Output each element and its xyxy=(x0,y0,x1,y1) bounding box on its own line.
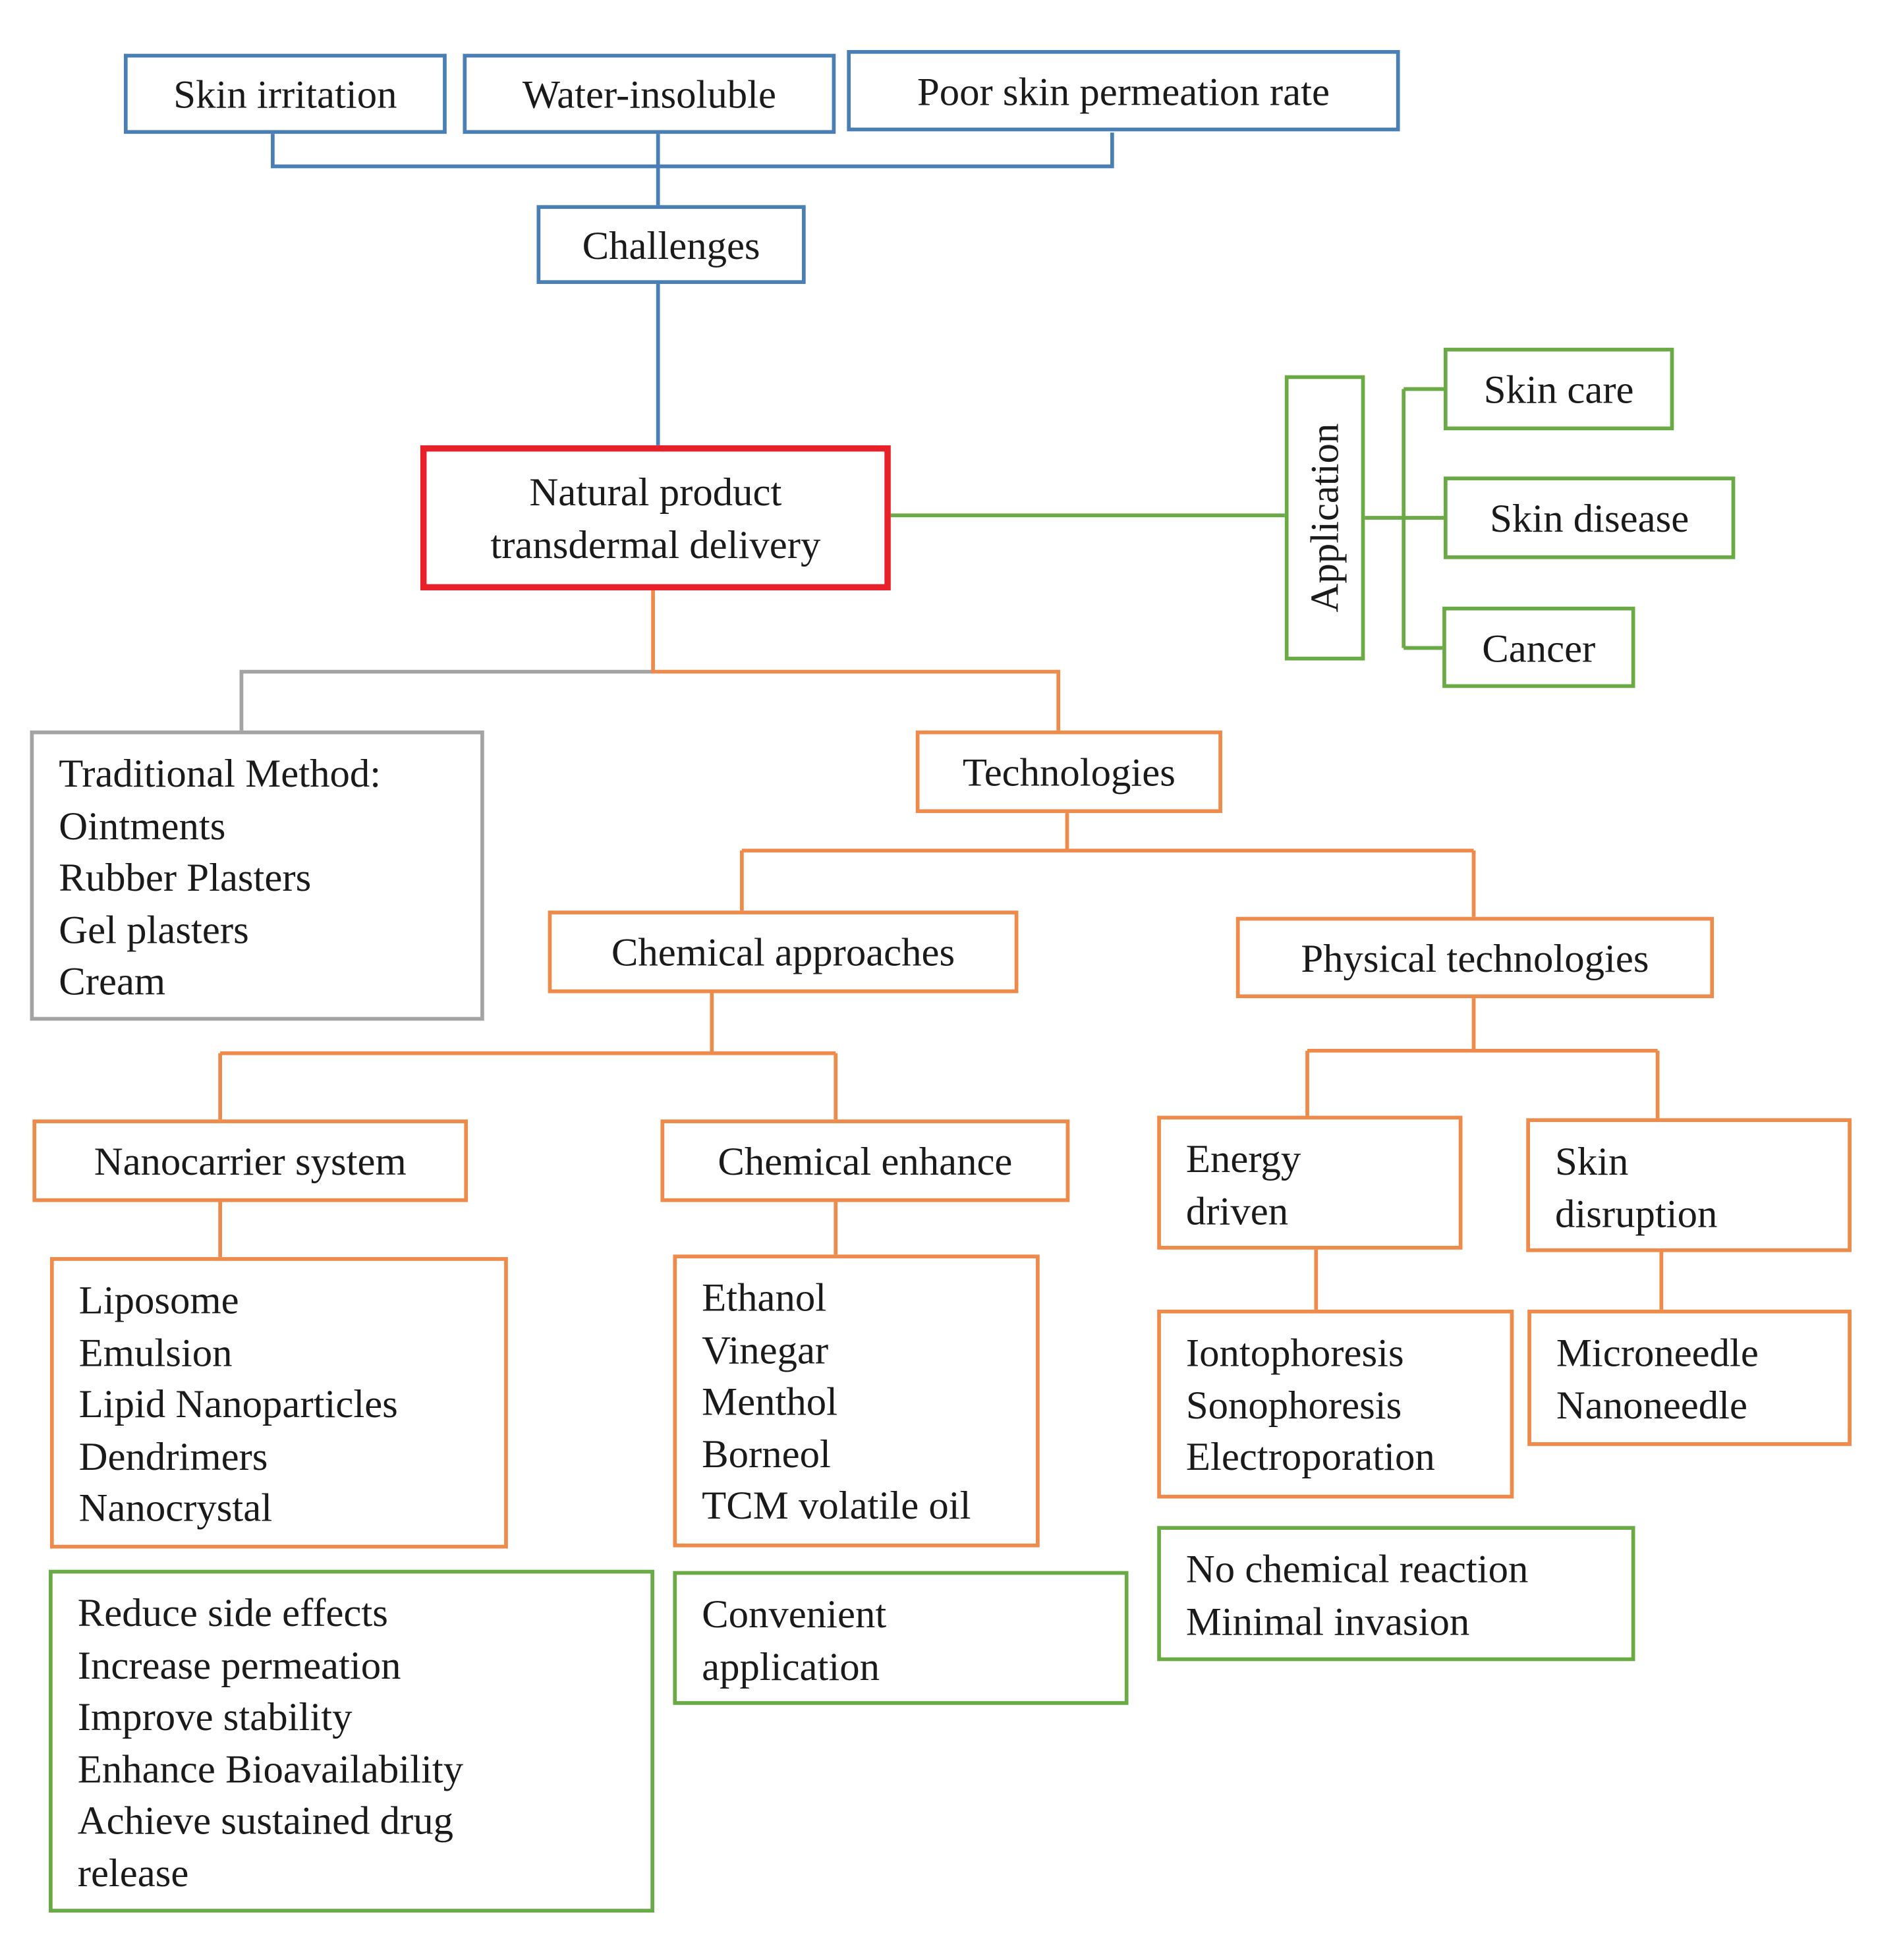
nanocarrier-item: Nanocrystal xyxy=(78,1484,273,1530)
traditional-line: Ointments xyxy=(59,802,226,848)
application-box: Application xyxy=(1284,375,1365,661)
challenge-water-insoluble: Water-insoluble xyxy=(463,53,836,134)
root-line: Natural product xyxy=(529,468,782,515)
nanocarrier-benefits-box: Reduce side effects Increase permeation … xyxy=(49,1569,654,1913)
nanocarrier-benefit: Enhance Bioavailability xyxy=(77,1745,464,1791)
energy-driven-line: Energy xyxy=(1185,1135,1301,1181)
energy-driven-item: Iontophoresis xyxy=(1185,1330,1404,1375)
traditional-line: Cream xyxy=(59,958,166,1003)
connector-technologies-branches xyxy=(740,812,1476,918)
chemical-enhance-item: Vinegar xyxy=(702,1326,829,1372)
skin-disruption-item: Microneedle xyxy=(1556,1330,1759,1375)
nanocarrier-items-box: Liposome Emulsion Lipid Nanoparticles De… xyxy=(49,1257,508,1549)
application-label: Application xyxy=(1302,423,1347,613)
chemical-enhance-item: Borneol xyxy=(702,1430,831,1476)
energy-driven-item: Sonophoresis xyxy=(1185,1382,1402,1427)
application-item-label: Skin disease xyxy=(1490,495,1689,541)
connector-challenge-items xyxy=(271,132,1114,169)
connector-root-traditional xyxy=(239,669,654,732)
nanocarrier-system-box: Nanocarrier system xyxy=(32,1119,468,1202)
traditional-line: Gel plasters xyxy=(59,906,249,951)
application-skin-care: Skin care xyxy=(1443,347,1674,431)
chemical-enhance-box: Chemical enhance xyxy=(660,1119,1070,1202)
chemical-enhance-item: TCM volatile oil xyxy=(702,1482,971,1528)
challenges-box: Challenges xyxy=(536,205,806,284)
nanocarrier-benefit: Achieve sustained drug xyxy=(77,1797,453,1843)
skin-disruption-items-box: Microneedle Nanoneedle xyxy=(1527,1309,1852,1446)
chemical-enhance-item: Ethanol xyxy=(702,1274,827,1320)
connector-physical-children xyxy=(1305,997,1660,1120)
nanocarrier-item: Dendrimers xyxy=(78,1432,268,1478)
energy-driven-line: driven xyxy=(1185,1187,1289,1233)
skin-disruption-line: disruption xyxy=(1554,1190,1718,1235)
skin-disruption-item: Nanoneedle xyxy=(1556,1382,1747,1427)
chemical-enhance-benefit: application xyxy=(702,1642,880,1689)
energy-driven-box: Energy driven xyxy=(1157,1115,1463,1250)
traditional-line: Traditional Method: xyxy=(59,750,382,796)
root-line: transdermal delivery xyxy=(490,521,821,567)
chemical-approaches-label: Chemical approaches xyxy=(611,929,955,975)
application-item-label: Skin care xyxy=(1483,366,1634,412)
chemical-enhance-benefits-box: Convenient application xyxy=(673,1571,1129,1705)
application-skin-disease: Skin disease xyxy=(1443,476,1736,559)
physical-technologies-box: Physical technologies xyxy=(1235,916,1715,999)
chemical-enhance-items-box: Ethanol Vinegar Menthol Borneol TCM vola… xyxy=(673,1254,1040,1548)
chemical-approaches-box: Chemical approaches xyxy=(548,910,1019,994)
physical-benefit: Minimal invasion xyxy=(1185,1598,1470,1643)
connector-root-technologies xyxy=(651,588,1061,732)
nanocarrier-benefit: release xyxy=(77,1849,189,1895)
challenge-label: Skin irritation xyxy=(173,71,397,117)
physical-technologies-label: Physical technologies xyxy=(1301,935,1649,980)
chemical-enhance-label: Chemical enhance xyxy=(718,1138,1013,1184)
chemical-enhance-benefit: Convenient xyxy=(702,1591,887,1637)
application-cancer: Cancer xyxy=(1442,606,1635,688)
energy-driven-items-box: Iontophoresis Sonophoresis Electroporati… xyxy=(1157,1309,1514,1499)
traditional-line: Rubber Plasters xyxy=(59,854,312,900)
nanocarrier-item: Liposome xyxy=(78,1277,239,1322)
nanocarrier-item: Emulsion xyxy=(78,1329,233,1374)
physical-benefit: No chemical reaction xyxy=(1185,1546,1529,1592)
challenge-poor-permeation: Poor skin permeation rate xyxy=(847,49,1400,132)
application-item-label: Cancer xyxy=(1482,625,1596,670)
physical-benefits-box: No chemical reaction Minimal invasion xyxy=(1157,1526,1635,1662)
skin-disruption-box: Skin disruption xyxy=(1526,1118,1852,1252)
chemical-enhance-item: Menthol xyxy=(702,1378,837,1424)
challenge-skin-irritation: Skin irritation xyxy=(123,53,447,134)
nanocarrier-benefit: Reduce side effects xyxy=(77,1590,388,1635)
nanocarrier-system-label: Nanocarrier system xyxy=(94,1138,407,1184)
energy-driven-item: Electroporation xyxy=(1185,1433,1435,1479)
nanocarrier-benefit: Increase permeation xyxy=(77,1641,401,1687)
traditional-method-box: Traditional Method: Ointments Rubber Pla… xyxy=(30,730,484,1021)
technologies-label: Technologies xyxy=(962,749,1176,795)
challenge-label: Poor skin permeation rate xyxy=(917,68,1330,113)
nanocarrier-benefit: Improve stability xyxy=(77,1693,353,1739)
connector-chemical-children xyxy=(218,992,838,1121)
nanocarrier-item: Lipid Nanoparticles xyxy=(78,1381,398,1426)
challenges-label: Challenges xyxy=(582,222,760,267)
connector-application-items xyxy=(1363,387,1445,650)
technologies-box: Technologies xyxy=(915,730,1222,814)
challenge-label: Water-insoluble xyxy=(522,71,777,117)
root-box: Natural product transdermal delivery xyxy=(420,445,891,591)
skin-disruption-line: Skin xyxy=(1554,1138,1629,1184)
